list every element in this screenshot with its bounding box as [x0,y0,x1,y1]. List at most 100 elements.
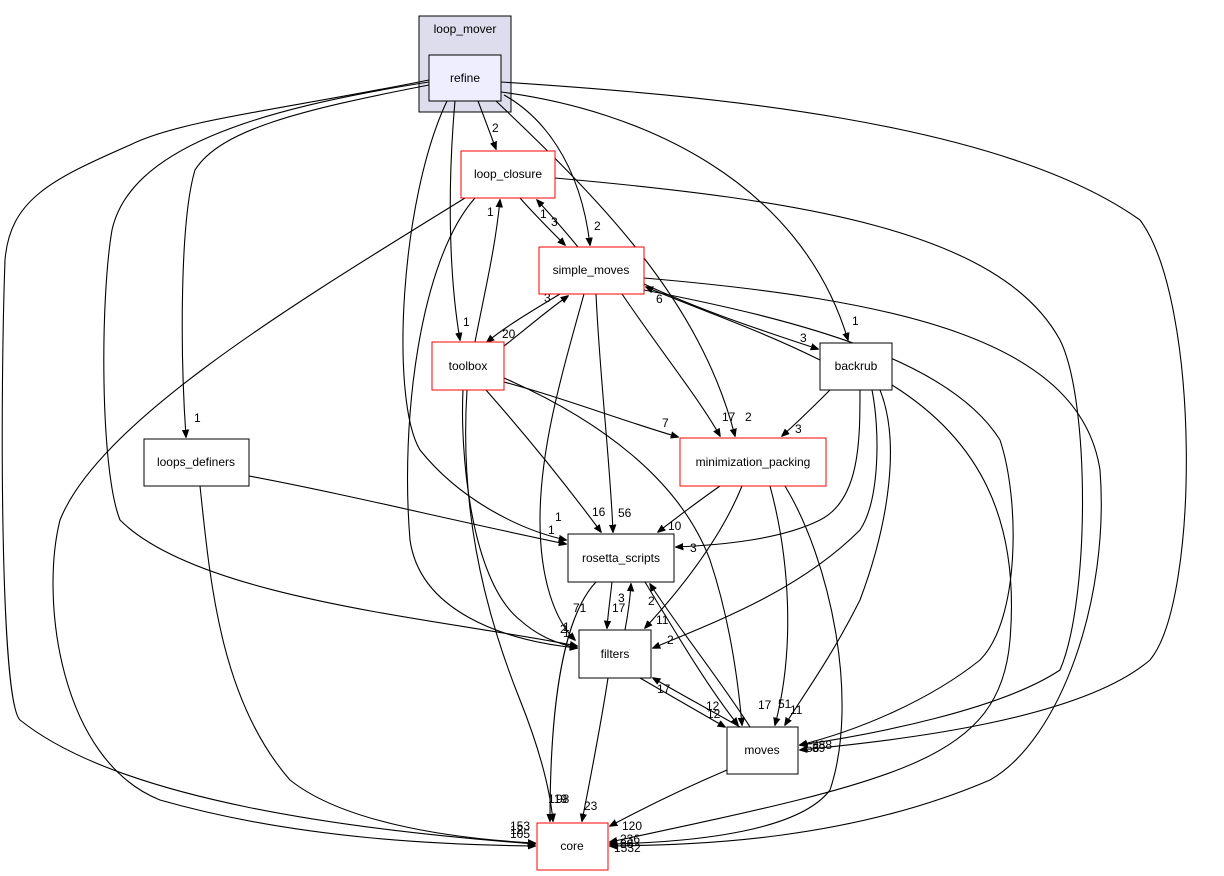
edge-label[interactable]: 51 [778,697,792,711]
edge-toolbox-to-rosetta-scripts[interactable]: 16 [485,389,606,532]
edge-label[interactable]: 2 [745,410,752,424]
edge-loop-closure-to-core[interactable]: 105 [52,197,535,846]
edge-filters-to-rosetta-scripts[interactable]: 3 [618,584,631,631]
edge-label[interactable]: 1 [563,620,570,634]
edge-simple-moves-to-loop-closure[interactable]: 1 [537,200,579,248]
edge-loops-definers-to-core[interactable]: 12 [199,485,535,843]
edge-refine-to-backrub[interactable]: 1 [500,91,859,340]
edge-loop-closure-to-filters[interactable]: 2 [406,197,577,648]
node-filters[interactable]: filters [578,629,652,679]
edge-label[interactable]: 6 [656,292,663,306]
edge-label[interactable]: 1 [487,205,494,219]
edge-label[interactable]: 20 [502,327,516,341]
edge-simple-moves-to-filters[interactable]: 71 [539,293,587,640]
edge-label[interactable]: 12 [510,823,524,837]
node-backrub[interactable]: backrub [819,342,893,391]
edge-loop-closure-to-simple-moves[interactable]: 3 [519,197,565,245]
edge-label[interactable]: 17 [758,698,772,712]
edge-label[interactable]: 3 [551,215,558,229]
edge-rosetta-scripts-to-moves[interactable]: 12 [644,581,738,725]
node-loops-definers[interactable]: loops_definers [143,438,250,487]
edge-toolbox-to-moves[interactable]: 17 [503,377,772,725]
edge-label[interactable]: 3 [690,541,697,555]
edge-label[interactable]: 388 [812,738,832,752]
edge-refine-to-rosetta-scripts[interactable]: 1 [402,100,566,540]
edge-label[interactable]: 2 [560,622,567,636]
edge-label[interactable]: 56 [618,506,632,520]
edge-label[interactable]: 119 [548,792,567,806]
edge-label[interactable]: 3 [800,331,807,345]
edge-refine-to-simple-moves[interactable]: 2 [503,94,601,245]
edge-simple-moves-to-rosetta-scripts[interactable]: 56 [595,293,632,532]
edge-label[interactable]: 1 [194,411,201,425]
node-rosetta-scripts[interactable]: rosetta_scripts [567,533,675,583]
edge-label[interactable]: 1 [548,523,555,537]
edge-label[interactable]: 1 [540,207,547,221]
edge-rosetta-scripts-to-core[interactable]: 98 [550,581,597,821]
edge-refine-to-moves[interactable]: 56 [500,81,1187,755]
edge-label[interactable]: 1 [852,314,859,328]
edge-label[interactable]: 153 [510,819,530,833]
edge-simple-moves-to-core[interactable]: 1532 [610,277,1102,855]
edge-toolbox-to-loop-closure[interactable]: 1 [474,200,500,343]
edge-simple-moves-to-backrub[interactable]: 3 [643,283,818,349]
edge-label[interactable]: 2 [594,219,601,233]
edge-simple-moves-to-moves[interactable]: 388 [643,289,1014,752]
edge-label[interactable]: 17 [612,601,626,615]
edge-backrub-to-simple-moves[interactable]: 6 [646,287,821,361]
edge-label[interactable]: 16 [592,505,606,519]
edge-label[interactable]: 11 [790,703,803,717]
edge-refine-to-filters[interactable]: 1 [103,81,577,646]
edge-toolbox-to-simple-moves[interactable]: 3 [503,291,568,347]
edge-label[interactable]: 17 [722,410,736,424]
node-minimization-packing[interactable]: minimization_packing [679,437,827,487]
edge-simple-moves-to-toolbox[interactable]: 20 [487,293,561,342]
edge-toolbox-to-core[interactable]: 119 [465,389,568,821]
node-core[interactable]: core [536,822,609,871]
edge-refine-to-loop-closure[interactable]: 2 [477,100,499,149]
edge-label[interactable]: 71 [573,601,587,615]
edge-label[interactable]: 98 [556,792,570,806]
edge-loops-definers-to-rosetta-scripts[interactable]: 1 [248,475,566,544]
edge-simple-moves-to-minimization-packing[interactable]: 17 [621,293,736,436]
edge-label[interactable]: 105 [510,827,530,841]
edge-backrub-to-rosetta-scripts[interactable]: 3 [676,389,861,555]
edge-label[interactable]: 7 [662,416,669,430]
edge-moves-to-filters[interactable]: 17 [653,678,741,728]
edge-label[interactable]: 56 [806,741,820,755]
edge-label[interactable]: 11 [656,613,669,627]
edge-label[interactable]: 2 [648,594,655,608]
node-loop-closure[interactable]: loop_closure [460,150,556,199]
edge-label[interactable]: 17 [657,682,671,696]
edge-label[interactable]: 1 [563,626,570,640]
node-simple-moves[interactable]: simple_moves [538,246,645,295]
edge-refine-to-loops-definers[interactable]: 1 [182,84,430,437]
edge-backrub-to-moves[interactable]: 11 [785,389,891,725]
edge-label[interactable]: 1532 [614,841,641,855]
edge-backrub-to-filters[interactable]: 2 [653,389,878,648]
edge-minimization-packing-to-core[interactable]: 236 [610,485,843,846]
node-refine[interactable]: refine [428,54,502,102]
edge-label[interactable]: 236 [620,832,640,846]
edge-label[interactable]: 39 [812,741,826,755]
edge-label[interactable]: 23 [584,799,598,813]
node-toolbox[interactable]: toolbox [431,341,505,391]
edge-label[interactable]: 3 [544,291,551,305]
edge-label[interactable]: 1 [555,510,562,524]
edge-loop-closure-to-moves[interactable]: 39 [554,177,1083,755]
edge-label[interactable]: 2 [492,121,499,135]
edge-label[interactable]: 10 [668,519,682,533]
edge-minimization-packing-to-rosetta-scripts[interactable]: 10 [658,485,721,533]
edge-label[interactable]: 2 [667,633,674,647]
edge-moves-to-core[interactable]: 120 [610,769,728,833]
edge-refine-to-toolbox[interactable]: 1 [449,100,470,340]
edge-moves-to-rosetta-scripts[interactable]: 2 [648,584,751,728]
edge-label[interactable]: 120 [622,819,642,833]
edge-minimization-packing-to-moves[interactable]: 51 [769,485,792,725]
edge-label[interactable]: 3 [795,422,802,436]
edge-label[interactable]: 3 [618,591,625,605]
edge-label[interactable]: 1 [463,315,470,329]
node-moves[interactable]: moves [726,726,799,775]
edge-refine-to-core[interactable]: 153 [1,79,535,844]
edge-backrub-to-minimization-packing[interactable]: 3 [782,389,831,436]
